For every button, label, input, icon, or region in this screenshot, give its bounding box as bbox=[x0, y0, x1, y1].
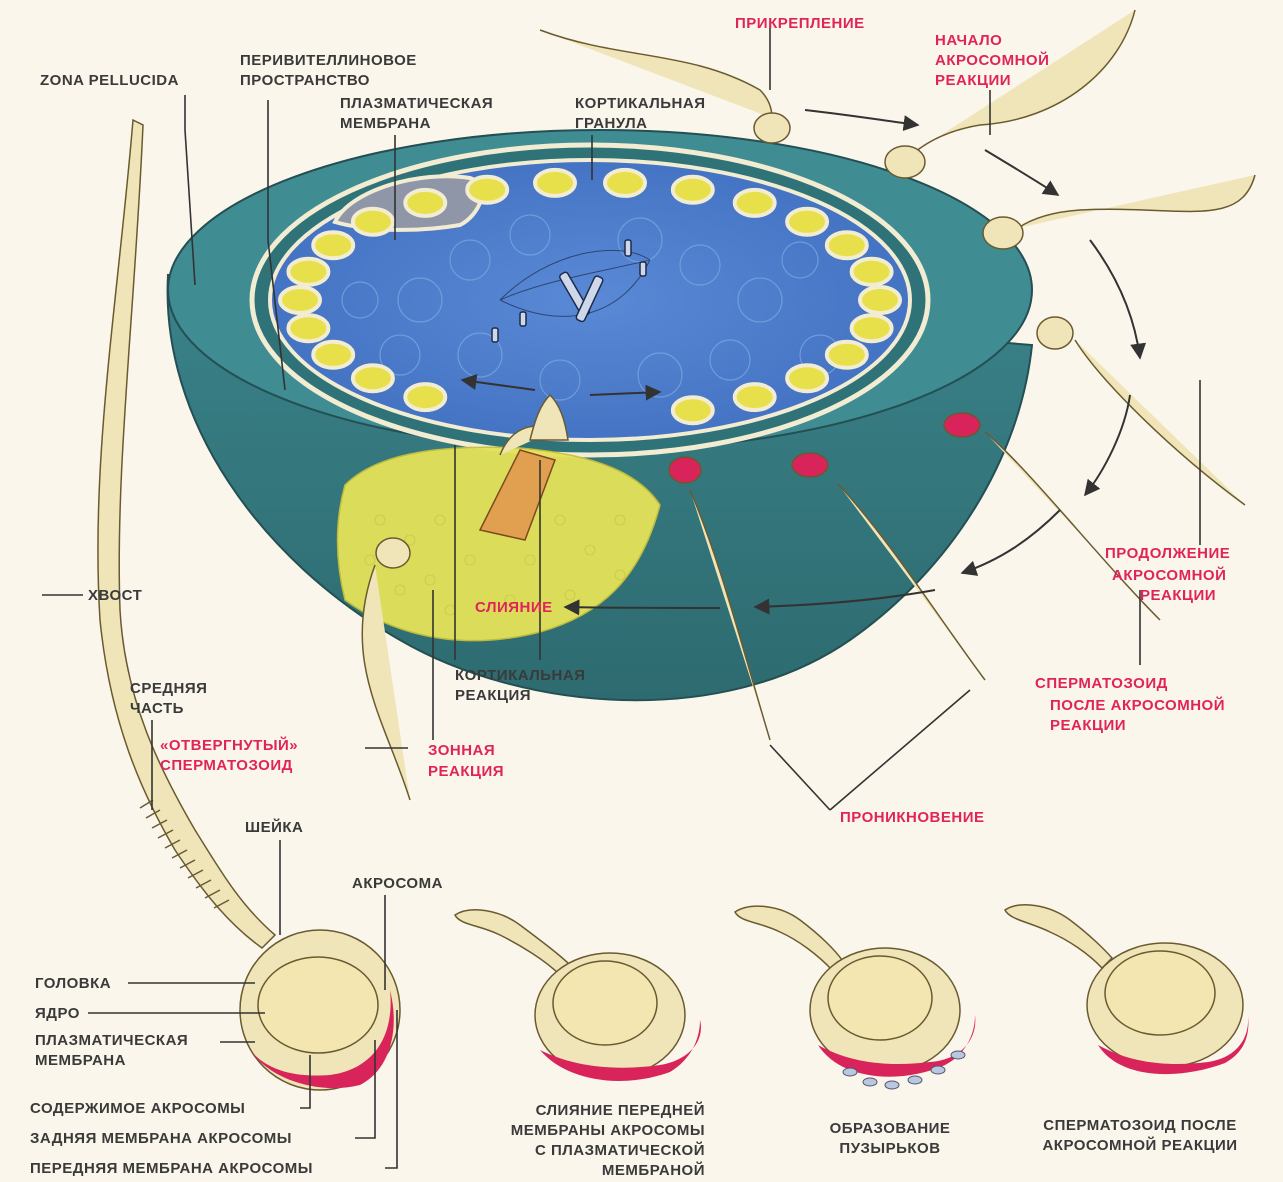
label-acrosome-start-1: НАЧАЛО bbox=[935, 32, 1002, 49]
stage-1-caption-4: МЕМБРАНОЙ bbox=[602, 1161, 705, 1179]
label-zona-pellucida: ZONA PELLUCIDA bbox=[40, 72, 179, 89]
cortical-granule bbox=[353, 209, 393, 235]
label-inner-membrane: ЗАДНЯЯ МЕМБРАНА АКРОСОМЫ bbox=[30, 1130, 292, 1147]
label-cortical-reaction-2: РЕАКЦИЯ bbox=[455, 687, 531, 704]
cortical-granule bbox=[405, 384, 445, 410]
sperm-nucleus bbox=[258, 957, 378, 1053]
cortical-granule bbox=[535, 170, 575, 196]
cortical-granule bbox=[827, 232, 867, 258]
label-cortical-granule-1: КОРТИКАЛЬНАЯ bbox=[575, 95, 706, 112]
label-head: ГОЛОВКА bbox=[35, 975, 111, 992]
cortical-granule bbox=[852, 259, 892, 285]
egg-cell bbox=[168, 130, 1032, 700]
cortical-granule bbox=[852, 315, 892, 341]
rejected-sperm-head bbox=[376, 538, 410, 568]
sperm-head-7 bbox=[669, 457, 701, 483]
stage-1-sperm bbox=[455, 910, 701, 1081]
label-attachment: ПРИКРЕПЛЕНИЕ bbox=[735, 15, 865, 32]
label-after-2: ПОСЛЕ АКРОСОМНОЙ bbox=[1050, 696, 1225, 714]
label-continuation-3: РЕАКЦИИ bbox=[1140, 587, 1216, 604]
cortical-granule bbox=[735, 384, 775, 410]
label-plasma-membrane-2: МЕМБРАНА bbox=[340, 115, 431, 132]
stage-3-caption-2: АКРОСОМНОЙ РЕАКЦИИ bbox=[1042, 1136, 1237, 1154]
label-midpiece-2: ЧАСТЬ bbox=[130, 700, 184, 717]
cortical-granule bbox=[673, 177, 713, 203]
label-zona-reaction-2: РЕАКЦИЯ bbox=[428, 763, 504, 780]
label-cortical-reaction-1: КОРТИКАЛЬНАЯ bbox=[455, 667, 586, 684]
cortical-granule bbox=[313, 232, 353, 258]
stage-2-caption-2: ПУЗЫРЬКОВ bbox=[839, 1140, 940, 1157]
label-perivitelline-2: ПРОСТРАНСТВО bbox=[240, 72, 370, 89]
cortical-granule bbox=[860, 287, 900, 313]
stage-1-caption-3: С ПЛАЗМАТИЧЕСКОЙ bbox=[535, 1141, 705, 1159]
label-acrosome-start-3: РЕАКЦИИ bbox=[935, 72, 1011, 89]
label-acrosome-content: СОДЕРЖИМОЕ АКРОСОМЫ bbox=[30, 1100, 245, 1117]
stage-captions: СЛИЯНИЕ ПЕРЕДНЕЙ МЕМБРАНЫ АКРОСОМЫ С ПЛА… bbox=[511, 1101, 1238, 1179]
stage-2-caption-1: ОБРАЗОВАНИЕ bbox=[830, 1120, 951, 1137]
label-cortical-granule-2: ГРАНУЛА bbox=[575, 115, 647, 132]
cortical-granule bbox=[288, 315, 328, 341]
cortical-granule bbox=[467, 177, 507, 203]
sperm-head-6 bbox=[792, 453, 828, 477]
label-continuation-1: ПРОДОЛЖЕНИЕ bbox=[1105, 545, 1230, 562]
cortical-granule bbox=[313, 342, 353, 368]
label-neck: ШЕЙКА bbox=[245, 818, 303, 836]
label-acrosome: АКРОСОМА bbox=[352, 875, 443, 892]
cortical-granule bbox=[280, 287, 320, 313]
stage-3-caption-1: СПЕРМАТОЗОИД ПОСЛЕ bbox=[1043, 1117, 1236, 1134]
label-rejected-2: СПЕРМАТОЗОИД bbox=[160, 757, 293, 774]
label-after-1: СПЕРМАТОЗОИД bbox=[1035, 675, 1168, 692]
label-midpiece-1: СРЕДНЯЯ bbox=[130, 680, 207, 697]
cortical-granule bbox=[405, 190, 445, 216]
label-tail: ХВОСТ bbox=[88, 587, 142, 604]
label-after-3: РЕАКЦИИ bbox=[1050, 717, 1126, 734]
cortical-granule bbox=[787, 365, 827, 391]
cortical-granule bbox=[673, 397, 713, 423]
sperm-head-5 bbox=[944, 413, 980, 437]
label-continuation-2: АКРОСОМНОЙ bbox=[1112, 566, 1226, 584]
label-fusion: СЛИЯНИЕ bbox=[475, 599, 553, 616]
cortical-granule bbox=[288, 259, 328, 285]
cortical-granule bbox=[605, 170, 645, 196]
label-rejected-1: «ОТВЕРГНУТЫЙ» bbox=[160, 736, 298, 754]
stage-1-caption-1: СЛИЯНИЕ ПЕРЕДНЕЙ bbox=[536, 1101, 705, 1119]
stage-1-caption-2: МЕМБРАНЫ АКРОСОМЫ bbox=[511, 1122, 705, 1139]
label-zona-reaction-1: ЗОННАЯ bbox=[428, 742, 495, 759]
sperm-head-3 bbox=[983, 217, 1023, 249]
sperm-attached-head bbox=[754, 113, 790, 143]
stage-3-sperm bbox=[1005, 905, 1248, 1074]
stage-2-sperm bbox=[735, 906, 975, 1089]
sperm-head-4 bbox=[1037, 317, 1073, 349]
cortical-granule bbox=[735, 190, 775, 216]
label-acrosome-start-2: АКРОСОМНОЙ bbox=[935, 51, 1049, 69]
label-plasma-2: МЕМБРАНА bbox=[35, 1052, 126, 1069]
label-penetration: ПРОНИКНОВЕНИЕ bbox=[840, 809, 984, 826]
cortical-granule bbox=[353, 365, 393, 391]
sperm-head-2 bbox=[885, 146, 925, 178]
label-nucleus: ЯДРО bbox=[35, 1005, 80, 1022]
label-plasma-1: ПЛАЗМАТИЧЕСКАЯ bbox=[35, 1032, 188, 1049]
label-perivitelline-1: ПЕРИВИТЕЛЛИНОВОЕ bbox=[240, 52, 417, 69]
cortical-granule bbox=[787, 209, 827, 235]
label-plasma-membrane-1: ПЛАЗМАТИЧЕСКАЯ bbox=[340, 95, 493, 112]
cortical-granule bbox=[827, 342, 867, 368]
label-outer-membrane: ПЕРЕДНЯЯ МЕМБРАНА АКРОСОМЫ bbox=[30, 1160, 313, 1177]
